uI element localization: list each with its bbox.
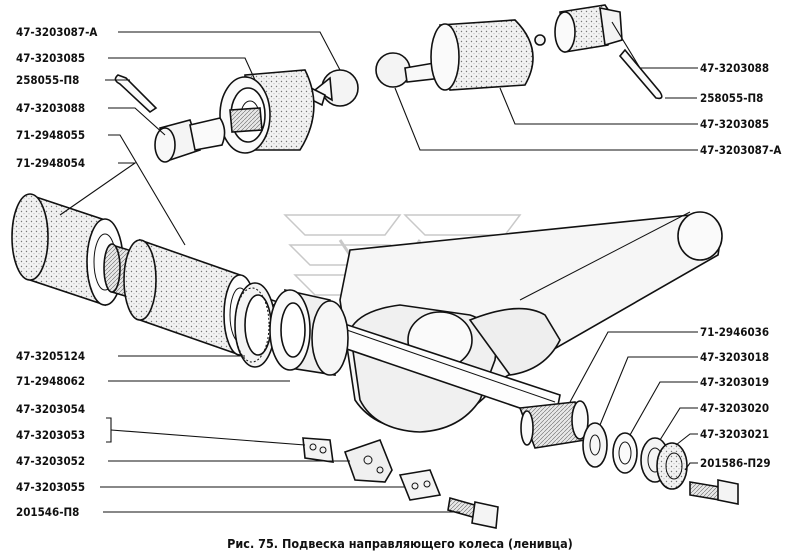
label-201586-p29: 201586-П29 [700,456,771,470]
figure-caption: Рис. 75. Подвеска направляющего колеса (… [227,536,573,551]
label-258055-p8-right: 258055-П8 [700,91,763,105]
label-258055-p8-left: 258055-П8 [16,73,79,87]
label-71-2946036: 71-2946036 [700,325,769,339]
label-47-3203018: 47-3203018 [700,350,769,364]
label-47-3203053: 47-3203053 [16,428,85,442]
label-47-3203087-a-left: 47-3203087-А [16,25,97,39]
nut-left [154,117,226,163]
threaded-stud-left [229,107,263,133]
label-47-3203054: 47-3203054 [16,402,85,416]
bearing-ring [269,288,349,376]
cap-21 [656,442,688,490]
lock-plate-55 [398,469,442,501]
label-47-3205124: 47-3205124 [16,349,85,363]
label-71-2948055: 71-2948055 [16,128,85,142]
bolt-right [689,479,739,505]
housing-right [430,19,534,91]
label-71-2948062: 71-2948062 [16,374,85,388]
label-47-3203088-left: 47-3203088 [16,101,85,115]
label-47-3203055: 47-3203055 [16,480,85,494]
nut-right [534,4,623,53]
label-201546-p8: 201546-П8 [16,505,79,519]
label-71-2948054: 71-2948054 [16,156,85,170]
cotter-pin-right [618,48,663,100]
lock-plate-53 [302,437,334,463]
label-47-3203085-right: 47-3203085 [700,117,769,131]
label-47-3203020: 47-3203020 [700,401,769,415]
bolt-left [447,496,499,529]
cotter-pin-left [114,74,158,114]
label-47-3203052: 47-3203052 [16,454,85,468]
label-47-3203019: 47-3203019 [700,375,769,389]
label-47-3203088-right: 47-3203088 [700,61,769,75]
label-47-3203087-a-right: 47-3203087-А [700,143,781,157]
seal-ring [234,282,276,368]
leader-lines [59,21,698,513]
label-47-3203021: 47-3203021 [700,427,769,441]
washer-19 [612,432,638,474]
washer-18 [582,422,608,468]
label-47-3203085-left: 47-3203085 [16,51,85,65]
clamp-52 [343,438,393,483]
